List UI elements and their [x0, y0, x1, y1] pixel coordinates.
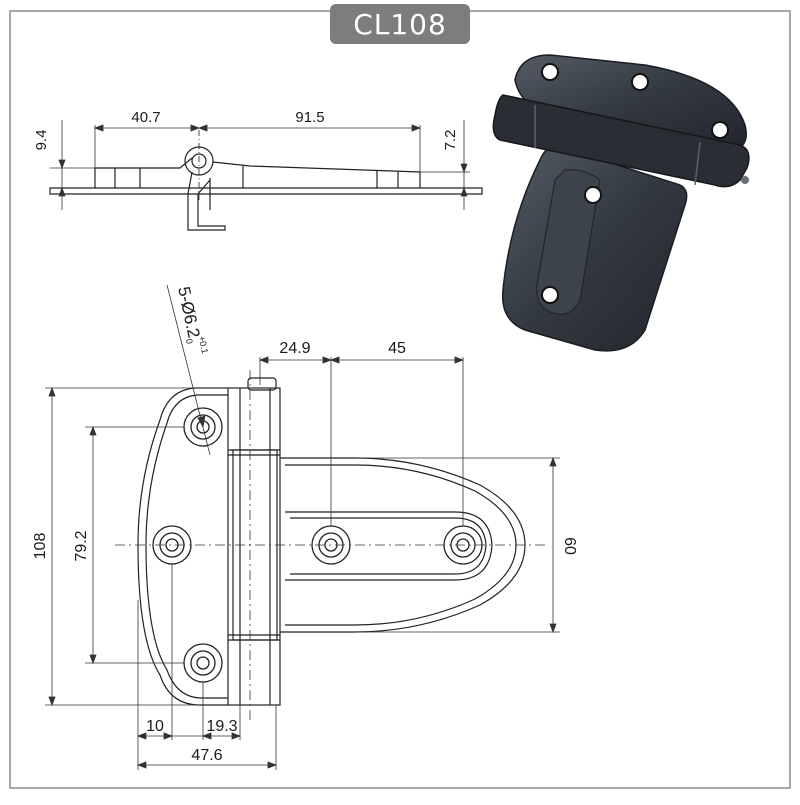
photo-knuckle: [492, 94, 750, 188]
dim-label-pitch-b: 45: [388, 340, 406, 357]
arrow: [58, 186, 66, 197]
dim-label-leaf-height: 60: [561, 537, 578, 555]
arrow: [89, 654, 97, 665]
side-right-leaf: [212, 161, 421, 188]
arrow: [460, 186, 468, 197]
arrow: [411, 124, 422, 132]
arrow: [89, 425, 97, 436]
photo-slot-rib: [536, 169, 601, 315]
hole-callout: 5-Ø6.2 +0.1 0: [174, 285, 210, 355]
dim-label-right-height: 7.2: [442, 130, 459, 151]
dim-label-overall-height: 108: [32, 533, 49, 560]
arrow: [322, 356, 333, 364]
arrow: [136, 761, 147, 769]
arrow: [267, 761, 278, 769]
hole-middle-left: [152, 525, 192, 565]
hole-callout-tol-lower: 0: [184, 338, 195, 345]
dim-label-hole-to-knuckle: 19.3: [206, 718, 237, 735]
arrow: [549, 456, 557, 467]
arrow: [190, 124, 201, 132]
front-centre-lines: [115, 370, 545, 720]
hole-bottom-left: [183, 643, 223, 683]
arrow: [48, 386, 56, 397]
arrow: [93, 124, 104, 132]
arrow: [258, 356, 269, 364]
arrow: [58, 159, 66, 170]
arrow: [136, 732, 147, 740]
front-slot-rib: [285, 511, 493, 581]
arrow: [549, 623, 557, 634]
dim-label-right-width: 91.5: [295, 109, 324, 126]
arrow: [231, 732, 242, 740]
dim-label-pitch-a: 24.9: [279, 340, 310, 357]
hole-callout-tol-upper: +0.1: [197, 335, 210, 354]
arrow: [329, 356, 340, 364]
side-left-leaf: [94, 157, 193, 188]
arrow: [197, 124, 208, 132]
dim-label-base-width: 47.6: [191, 747, 222, 764]
front-dimensions: [45, 284, 560, 770]
arrow: [48, 696, 56, 707]
arrow: [460, 163, 468, 174]
dim-label-left-height: 9.4: [33, 130, 50, 151]
photo-holes: [541, 63, 729, 304]
side-hook: [187, 171, 226, 231]
arrow: [454, 356, 465, 364]
front-pin-cap: [247, 377, 277, 391]
side-view: [49, 130, 483, 231]
side-dimensions: [50, 120, 470, 210]
photo-pin-end: [741, 176, 749, 184]
front-knuckle: [227, 387, 281, 706]
dim-label-left-width: 40.7: [131, 109, 160, 126]
dim-label-hole-span: 79.2: [73, 530, 90, 561]
front-slot-rib-inner: [290, 517, 487, 575]
product-photo: [492, 54, 750, 352]
arrow: [201, 732, 212, 740]
model-code-badge: CL108: [330, 4, 470, 44]
side-knuckle-pin: [191, 153, 207, 169]
photo-knuckle-seam: [694, 141, 701, 186]
arrow: [197, 415, 206, 429]
arrow: [163, 732, 174, 740]
front-holes: [152, 407, 483, 683]
side-base-plate: [49, 187, 483, 195]
dim-label-edge-to-hole: 10: [146, 718, 164, 735]
